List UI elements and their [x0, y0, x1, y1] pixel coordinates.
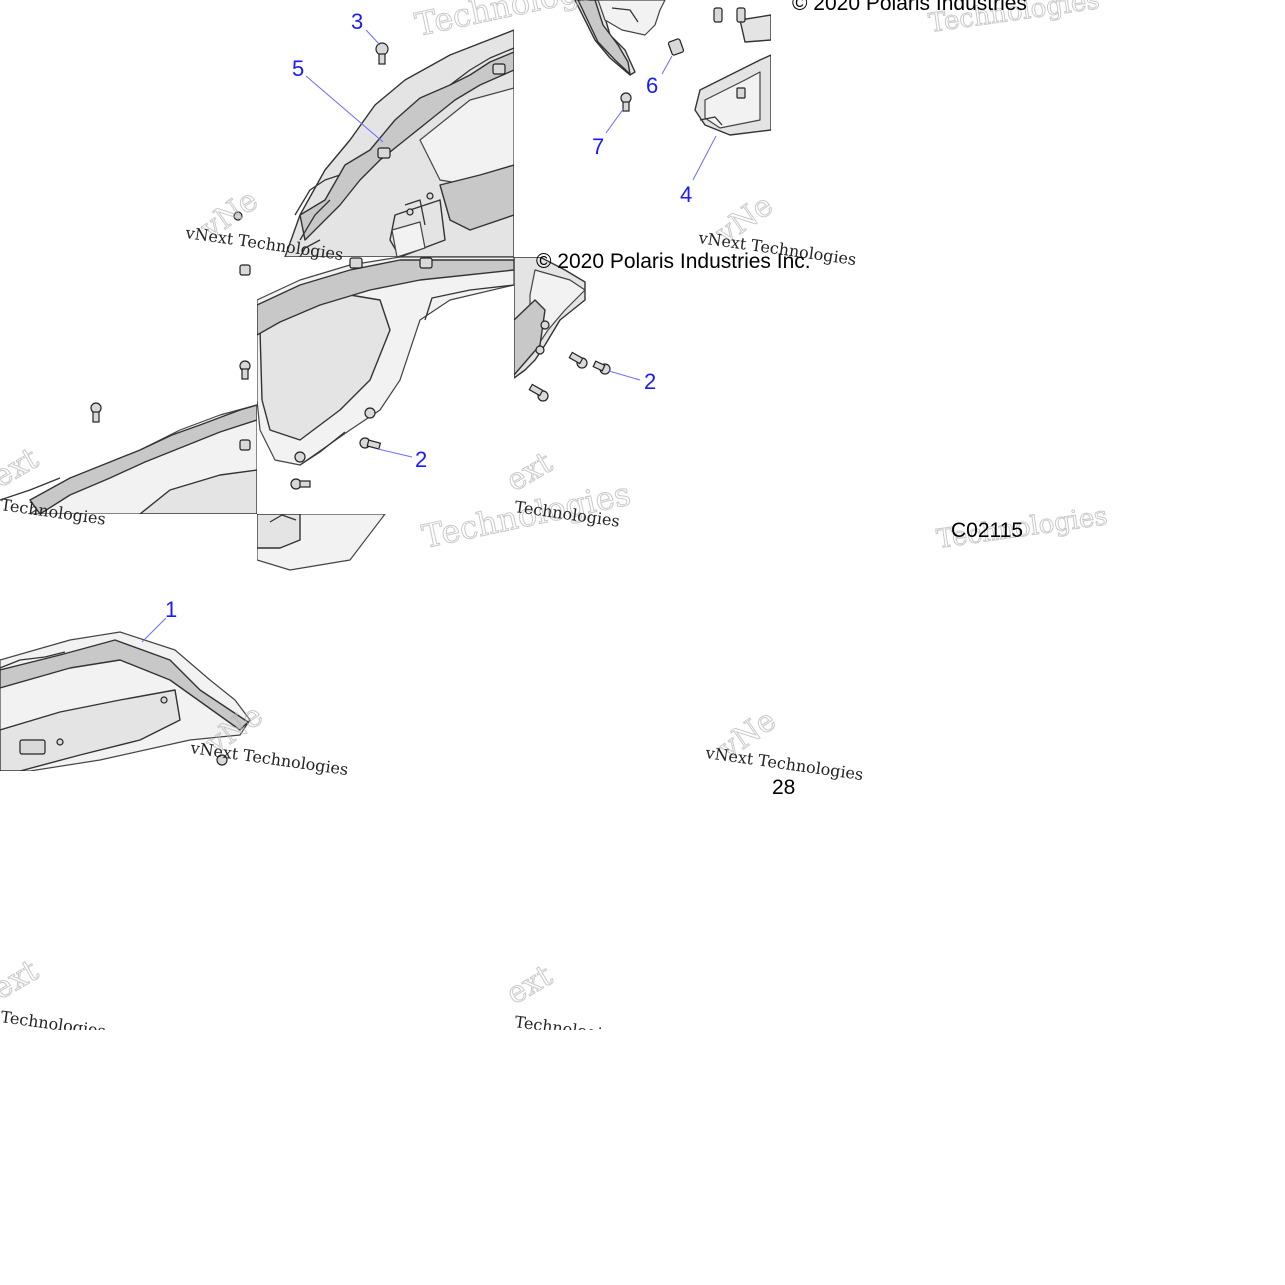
callout-7: 7 — [592, 134, 604, 159]
callouts: 3 5 6 7 4 2 2 1 — [165, 9, 692, 622]
leader-lines — [141, 29, 717, 643]
callout-3: 3 — [351, 9, 363, 34]
screw-icon — [528, 383, 549, 402]
figure-code: C02115 — [951, 519, 1023, 542]
screw-icon — [290, 478, 311, 490]
screw-icon — [359, 437, 382, 450]
watermark-ext: ext — [501, 958, 559, 1012]
callout-4: 4 — [680, 182, 692, 207]
screw-icon — [375, 42, 389, 65]
watermark-ext: ext — [0, 953, 44, 1007]
callout-6: 6 — [646, 73, 658, 98]
side-panel-section — [574, 0, 771, 136]
fender-lower-section — [0, 264, 257, 514]
watermark-vnext: vNext Technologies — [188, 738, 349, 779]
screw-icon — [568, 351, 588, 369]
callout-5: 5 — [292, 56, 304, 81]
callout-1: 1 — [165, 597, 177, 622]
fender-upper-section — [233, 29, 514, 257]
copyright-mid: © 2020 Polaris Industries Inc. — [536, 250, 811, 273]
clip-icon — [667, 7, 746, 56]
screw-icon — [620, 92, 632, 112]
page-number: 28 — [772, 776, 795, 799]
meta-text: © 2020 Polaris Industries © 2020 Polaris… — [536, 0, 1027, 799]
callout-2b: 2 — [415, 447, 427, 472]
screw-icon — [592, 360, 611, 375]
copyright-top: © 2020 Polaris Industries — [792, 0, 1027, 15]
rear-bracket-section — [514, 257, 611, 402]
fender-end-section — [0, 631, 251, 771]
fender-center-section — [257, 257, 514, 490]
mud-flap-section — [257, 514, 386, 571]
callout-2a: 2 — [644, 369, 656, 394]
